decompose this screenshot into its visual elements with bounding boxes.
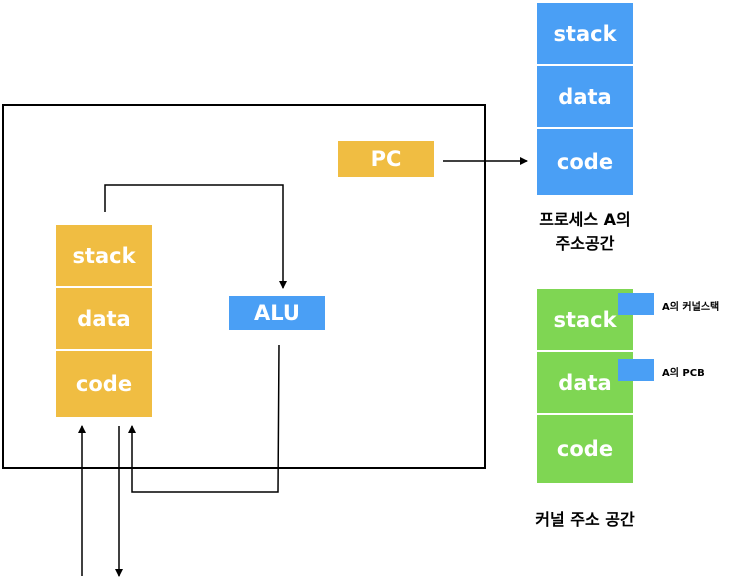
kernel-data-segment: data <box>537 352 633 415</box>
process-stack-segment: stack <box>537 3 633 66</box>
kernel-stack-segment: stack <box>537 289 633 352</box>
kernel-data-label: data <box>558 370 612 395</box>
pcb-marker <box>618 359 654 381</box>
process-data-segment: data <box>537 66 633 129</box>
process-stack-label: stack <box>553 21 617 46</box>
cpu-data-label: data <box>77 306 131 331</box>
process-caption-line1: 프로세스 A의 <box>539 210 631 229</box>
cpu-stack-label: stack <box>72 243 136 268</box>
alu-to-memory-arrow <box>128 344 280 493</box>
kernel-stack-marker-label: A의 커널스택 <box>662 302 720 313</box>
cpu-code-segment: code <box>56 351 152 417</box>
kernel-stack-label: stack <box>553 307 617 332</box>
pc-label: PC <box>370 147 402 171</box>
pcb-marker-label: A의 PCB <box>662 368 705 379</box>
cpu-code-label: code <box>75 372 133 396</box>
process-caption: 프로세스 A의 주소공간 <box>505 208 665 256</box>
cpu-box <box>2 104 486 469</box>
kernel-code-segment: code <box>537 415 633 483</box>
kernel-caption: 커널 주소 공간 <box>535 510 635 529</box>
pc-register: PC <box>338 141 434 177</box>
cpu-data-segment: data <box>56 288 152 351</box>
alu-label: ALU <box>254 301 300 325</box>
kernel-stack-marker <box>618 293 654 315</box>
memory-to-alu-arrow <box>104 184 287 289</box>
alu: ALU <box>229 296 325 330</box>
process-code-segment: code <box>537 129 633 195</box>
cpu-stack-segment: stack <box>56 225 152 288</box>
process-data-label: data <box>558 84 612 109</box>
process-code-label: code <box>556 150 614 174</box>
kernel-code-label: code <box>556 437 614 461</box>
process-caption-line2: 주소공간 <box>555 234 615 253</box>
